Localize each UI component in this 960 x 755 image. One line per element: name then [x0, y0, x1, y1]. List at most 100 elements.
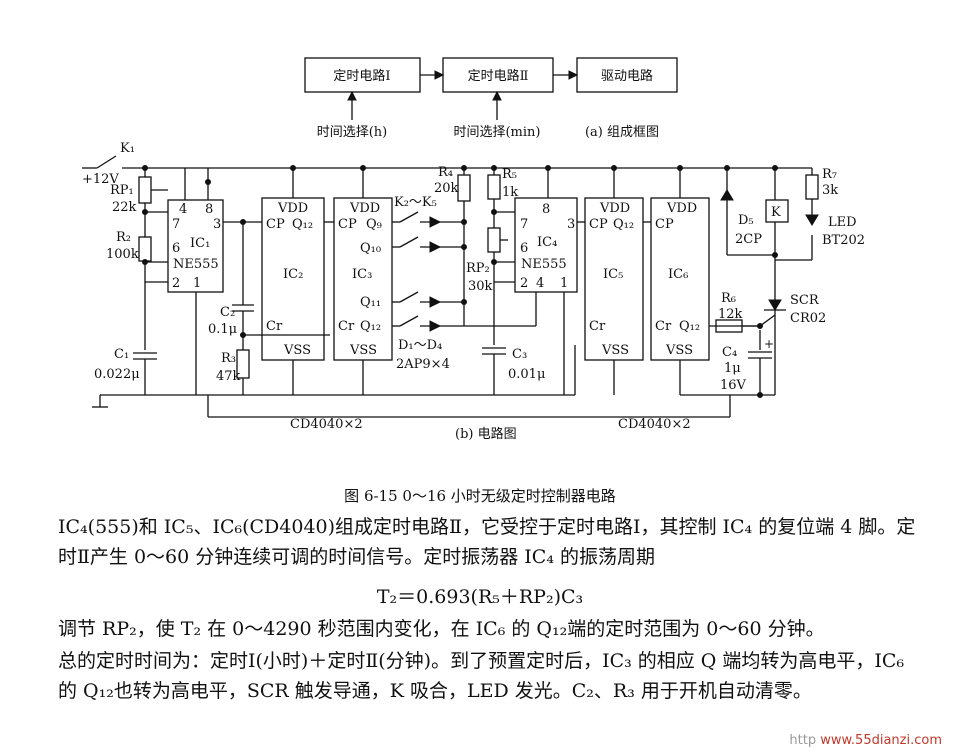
c2-label: C₂ — [220, 305, 235, 320]
caption-a: (a) 组成框图 — [585, 125, 659, 140]
ic6-cp: CP — [655, 217, 674, 232]
ic5-cp: CP — [589, 217, 608, 232]
watermark: http www.55dianzi.com — [789, 733, 942, 748]
led-label: LED — [828, 215, 857, 230]
rp1-value: 22k — [112, 200, 137, 215]
caption-b: (b) 电路图 — [455, 426, 517, 442]
svg-text:8: 8 — [542, 202, 550, 217]
ic2-cp: CP — [266, 217, 285, 232]
ic3-q12: Q₁₂ — [360, 319, 381, 334]
watermark-url: www.55dianzi.com — [820, 733, 942, 748]
scr-type: CR02 — [790, 311, 826, 326]
c3-label: C₃ — [512, 347, 527, 362]
svg-text:3: 3 — [567, 217, 575, 232]
svg-text:7: 7 — [520, 217, 528, 232]
ic5-vss: VSS — [601, 343, 629, 358]
c4-voltage: 16V — [720, 378, 747, 393]
r2-value: 100k — [106, 247, 139, 262]
ic3-cr: Cr — [338, 319, 355, 334]
d5-label: D₅ — [738, 213, 754, 228]
ic3-q9: Q₉ — [366, 217, 382, 232]
svg-text:1: 1 — [193, 276, 201, 291]
led-type: BT202 — [822, 233, 865, 248]
ic3-vdd: VDD — [349, 201, 380, 216]
block-timer-2-label: 定时电路Ⅱ — [468, 68, 529, 84]
cd4040-left: CD4040×2 — [290, 417, 363, 432]
r5-label: R₅ — [502, 167, 517, 182]
r3-value: 47k — [216, 369, 241, 384]
k1-label: K₁ — [120, 141, 135, 156]
paragraph-2: 调节 RP₂，使 T₂ 在 0～4290 秒范围内变化，在 IC₆ 的 Q₁₂端… — [58, 618, 825, 640]
r2-label: R₂ — [116, 230, 131, 245]
ic1-label: IC₁ — [190, 236, 210, 251]
r6-label: R₆ — [721, 291, 736, 306]
svg-text:7: 7 — [172, 217, 180, 232]
relay-k-label: K — [771, 205, 781, 220]
ic2-vdd: VDD — [277, 201, 308, 216]
ic6-q12: Q₁₂ — [679, 319, 700, 334]
svg-text:2: 2 — [520, 276, 528, 291]
circuit-schematic: 定时电路Ⅰ 定时电路Ⅱ 驱动电路 时间选择(h) 时间选择(min) (a) 组… — [82, 57, 865, 442]
c1-label: C₁ — [114, 347, 129, 362]
k2-k5-label: K₂～K₅ — [394, 195, 437, 210]
supply-label: +12V — [82, 172, 119, 187]
cd4040-right: CD4040×2 — [618, 417, 691, 432]
ic5-q12: Q₁₂ — [613, 217, 634, 232]
ic5-vdd: VDD — [599, 201, 630, 216]
r7-value: 3k — [822, 183, 838, 198]
ic3-vss: VSS — [349, 343, 377, 358]
svg-text:8: 8 — [205, 202, 213, 217]
time-select-minutes: 时间选择(min) — [453, 125, 540, 140]
svg-text:4: 4 — [536, 276, 544, 291]
figure-caption: 图 6-15 0～16 小时无级定时控制器电路 — [344, 487, 616, 505]
c2-value: 0.1μ — [208, 322, 237, 337]
ic5-label: IC₅ — [603, 267, 623, 282]
ic3-q11: Q₁₁ — [360, 295, 381, 310]
svg-text:1: 1 — [560, 276, 568, 291]
r5-value: 1k — [502, 185, 518, 200]
ic6-label: IC₆ — [668, 267, 688, 282]
svg-text:4: 4 — [179, 202, 187, 217]
svg-text:3: 3 — [213, 217, 221, 232]
ic1-type: NE555 — [173, 257, 219, 272]
c4-value: 1μ — [724, 361, 741, 376]
r4-value: 20k — [434, 181, 459, 196]
block-driver-label: 驱动电路 — [601, 68, 653, 84]
ic6-vss: VSS — [665, 343, 693, 358]
ic3-q10: Q₁₀ — [360, 241, 381, 256]
svg-text:2: 2 — [172, 276, 180, 291]
c4-label: C₄ — [722, 345, 737, 360]
svg-text:6: 6 — [172, 241, 180, 256]
ic6-cr: Cr — [655, 319, 672, 334]
paragraph-3: 总的定时时间为：定时Ⅰ(小时)＋定时Ⅱ(分钟)。到了预置定时后，IC₃ 的相应 … — [58, 650, 905, 702]
time-select-hours: 时间选择(h) — [317, 125, 388, 140]
d1-d4-label: D₁～D₄ — [398, 338, 442, 353]
paragraph-1: IC₄(555)和 IC₅、IC₆(CD4040)组成定时电路Ⅱ，它受控于定时电… — [58, 516, 916, 568]
ic3-label: IC₃ — [352, 267, 372, 282]
scr-label: SCR — [790, 293, 820, 308]
ic6-vdd: VDD — [666, 201, 697, 216]
ic2-q12: Q₁₂ — [292, 217, 313, 232]
svg-text:+: + — [764, 337, 774, 351]
d5-type: 2CP — [735, 232, 762, 247]
c3-value: 0.01μ — [508, 367, 545, 382]
r4-label: R₄ — [438, 165, 453, 180]
ic4-body — [514, 197, 578, 293]
ic2-vss: VSS — [283, 343, 311, 358]
watermark-prefix: http — [789, 733, 817, 748]
block-timer-1-label: 定时电路Ⅰ — [333, 68, 390, 84]
ic2-label: IC₂ — [283, 267, 303, 282]
ic4-type: NE555 — [521, 257, 567, 272]
ic3-cp: CP — [338, 217, 357, 232]
r6-value: 12k — [718, 307, 743, 322]
r3-label: R₃ — [221, 351, 236, 366]
ic4-label: IC₄ — [537, 235, 557, 250]
svg-text:6: 6 — [520, 241, 528, 256]
rp2-label: RP₂ — [466, 261, 490, 276]
rp2-value: 30k — [468, 279, 493, 294]
rp1-label: RP₁ — [110, 183, 134, 198]
r7-label: R₇ — [822, 167, 837, 182]
c1-value: 0.022μ — [94, 367, 140, 382]
diode-type: 2AP9×4 — [396, 357, 450, 372]
ic2-cr: Cr — [266, 319, 283, 334]
